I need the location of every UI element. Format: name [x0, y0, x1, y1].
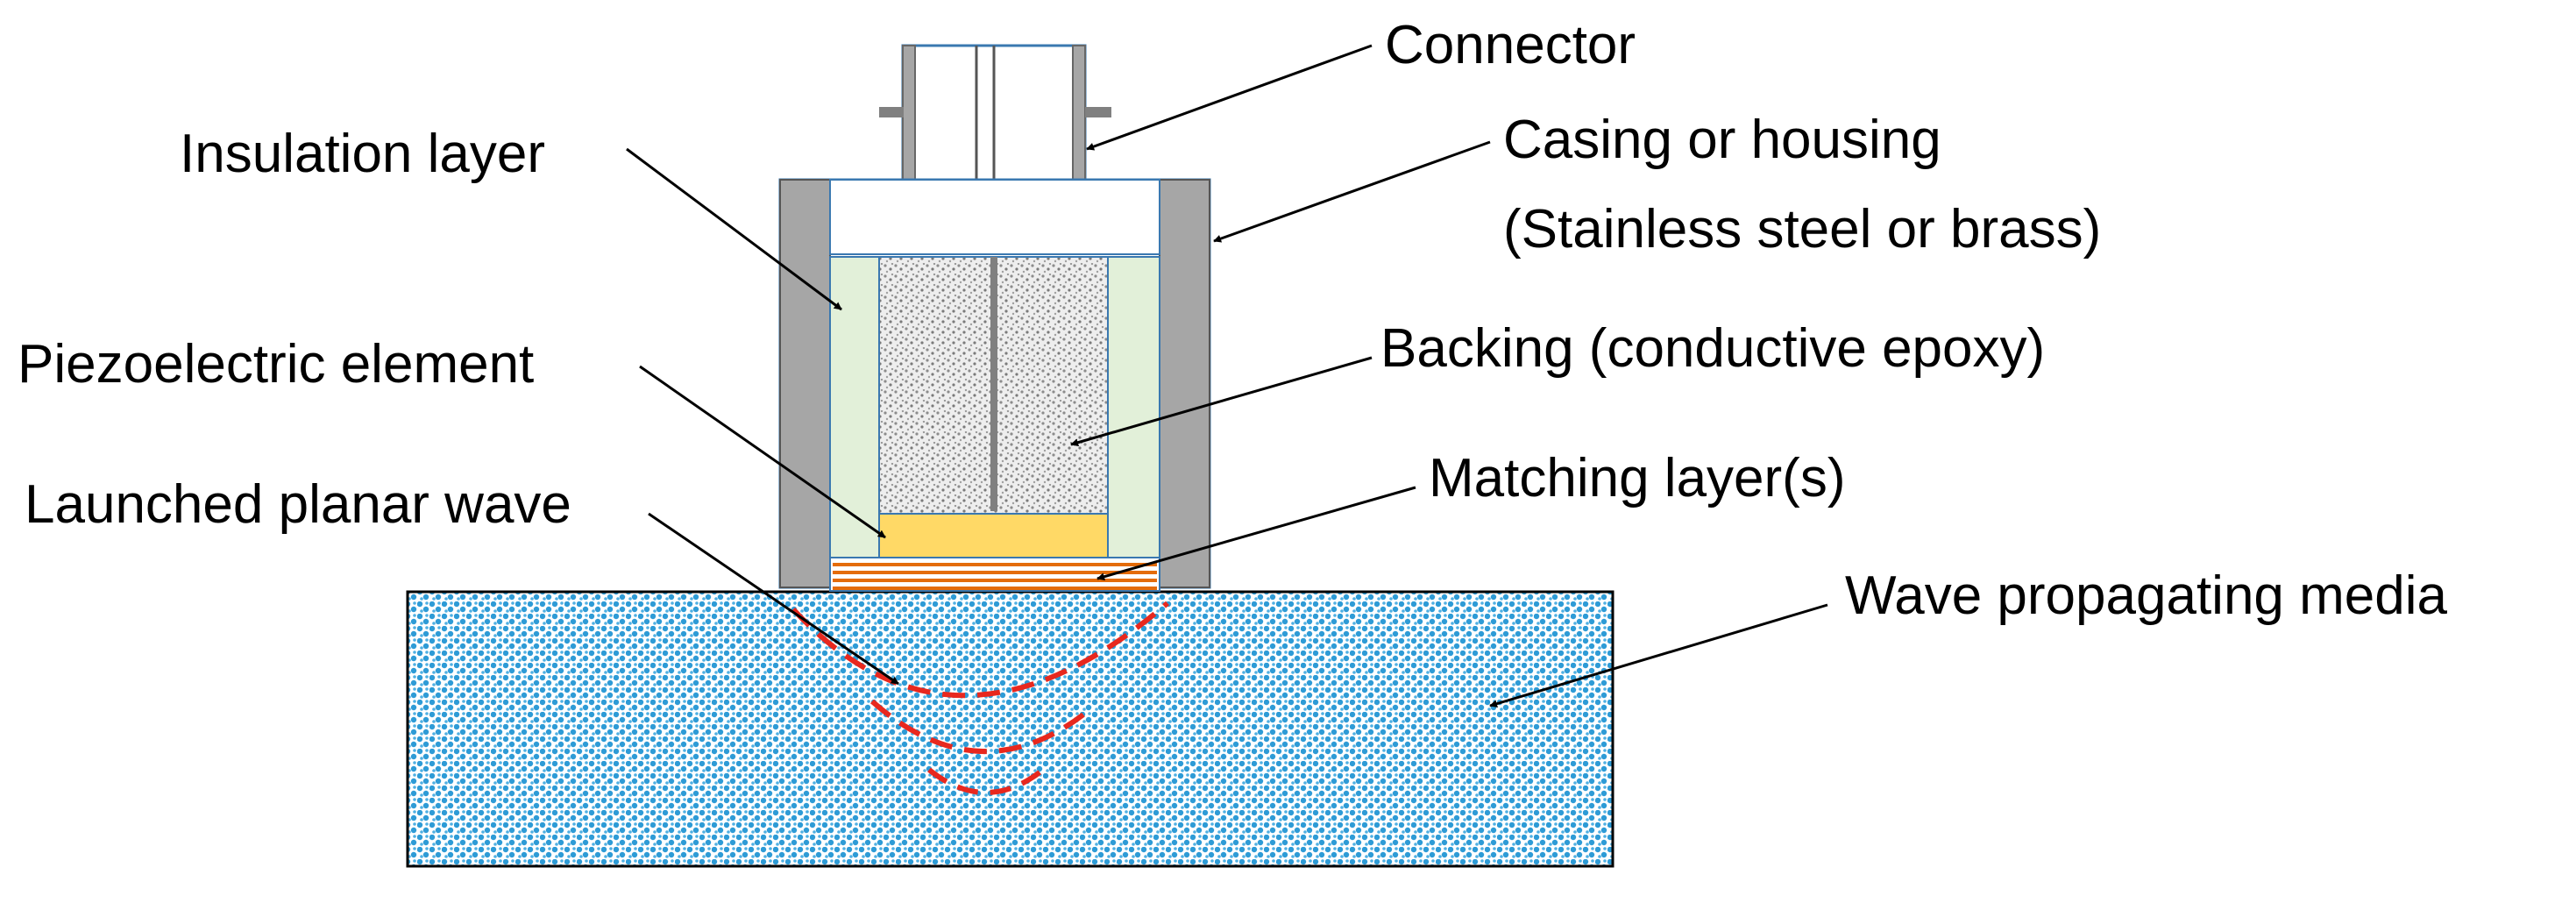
- connector-flange-right: [1085, 107, 1111, 117]
- connector-flange-left: [879, 107, 904, 117]
- casing-left-wall: [779, 179, 831, 588]
- wave-front-3: [927, 767, 1045, 795]
- matching-stripe-4: [833, 587, 1157, 590]
- arrow-launched-wave: [648, 512, 899, 686]
- label-wave-media: Wave propagating media: [1845, 565, 2448, 626]
- wave-media-block: [406, 590, 1614, 868]
- arrow-wave-media: [1489, 603, 1828, 707]
- wave-front-1: [791, 601, 1169, 699]
- casing-top-inner: [829, 179, 1160, 255]
- arrow-casing: [1213, 140, 1491, 243]
- backing-lead-wire: [990, 257, 997, 511]
- matching-stripe-2: [833, 571, 1157, 574]
- label-casing-line1: Casing or housing: [1503, 110, 1941, 170]
- label-insulation-layer: Insulation layer: [180, 124, 545, 184]
- label-connector: Connector: [1385, 15, 1636, 75]
- casing-right-wall: [1159, 179, 1210, 588]
- wave-front-2: [870, 699, 1093, 754]
- label-matching-layers: Matching layer(s): [1429, 448, 1845, 508]
- arrow-matching: [1096, 486, 1416, 581]
- arrow-piezoelectric: [639, 365, 886, 539]
- label-casing-line2: (Stainless steel or brass): [1503, 199, 2101, 260]
- label-launched-wave: Launched planar wave: [25, 474, 571, 535]
- label-piezoelectric-element: Piezoelectric element: [18, 334, 534, 395]
- matching-stripe-1: [833, 563, 1157, 566]
- label-backing: Backing (conductive epoxy): [1380, 318, 2045, 379]
- arrow-insulation: [626, 147, 842, 311]
- arrow-backing: [1070, 356, 1373, 447]
- arrow-connector: [1086, 44, 1373, 151]
- matching-stripe-3: [833, 579, 1157, 582]
- piezoelectric-element: [878, 513, 1109, 558]
